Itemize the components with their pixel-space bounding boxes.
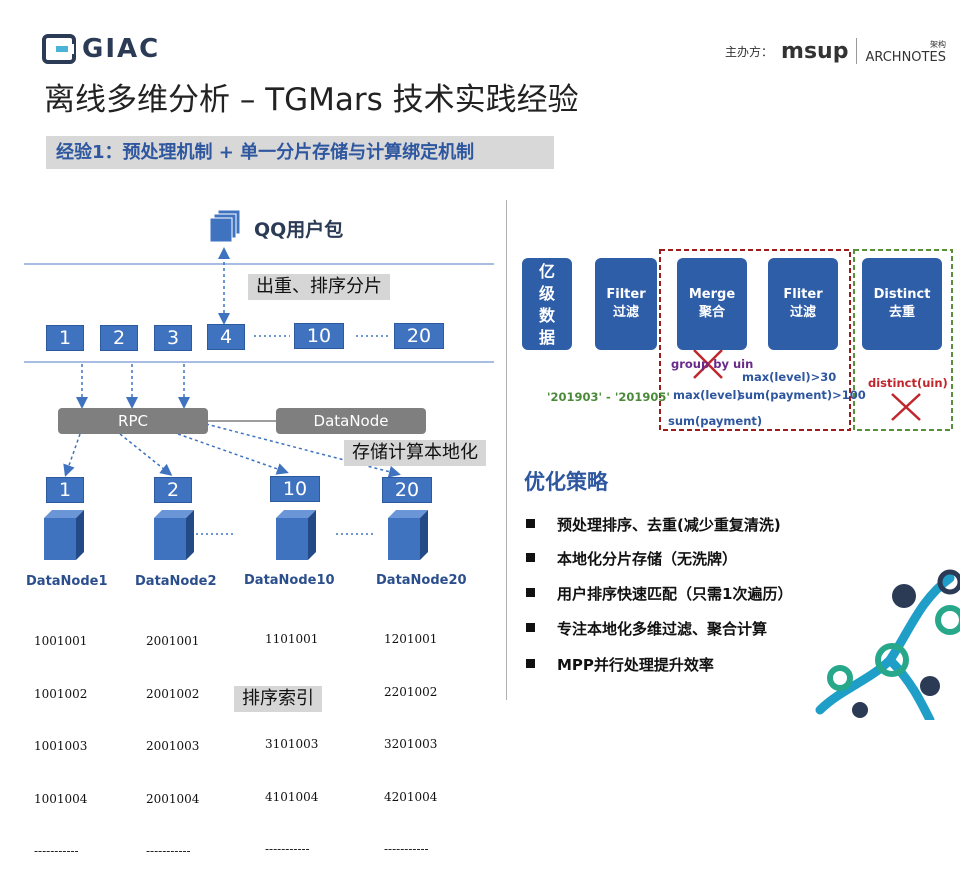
shard-2: 2 <box>100 325 138 351</box>
datanode20-label: DataNode20 <box>376 573 467 588</box>
sum-payment-annotation: sum(payment) <box>668 414 763 428</box>
datanode1-label: DataNode1 <box>26 574 108 589</box>
id-row: ----------- <box>34 844 79 858</box>
sponsor-partner-name: ARCHNOTES <box>865 50 946 65</box>
sponsor-partner: 架构 ARCHNOTES <box>865 38 946 64</box>
datanode-box: DataNode <box>276 408 426 434</box>
group-by-annotation: group by uin <box>671 357 754 371</box>
strategy-text: 专注本地化多维过滤、聚合计算 <box>557 620 768 638</box>
page-title: 离线多维分析 – TGMars 技术实践经验 <box>44 82 579 118</box>
id-row: 2001003 <box>146 739 200 753</box>
sponsor-divider <box>856 38 858 64</box>
strategy-item-5: MPP并行处理提升效率 <box>526 654 714 675</box>
id-row: 1001004 <box>34 791 88 806</box>
left-diagram-lines <box>24 209 494 560</box>
strategy-item-3: 用户排序快速匹配（只需1次遍历） <box>526 583 792 604</box>
stage-distinct: Distinct 去重 <box>862 258 942 350</box>
id-row: 1001003 <box>34 739 88 753</box>
node-shard-1: 1 <box>46 477 84 503</box>
id-row: 2201002 <box>384 684 438 699</box>
bullet-square-icon <box>526 553 535 562</box>
stage-fliter: Fliter 过滤 <box>768 258 838 350</box>
datanode20-ids: 1201001 2201002 3201003 4201004 --------… <box>384 596 437 876</box>
giac-logo: GIAC <box>42 34 160 64</box>
bullet-square-icon <box>526 519 535 528</box>
id-row: 4101004 <box>265 789 319 804</box>
sort-index-label: 排序索引 <box>234 686 322 712</box>
id-row: 4201004 <box>384 789 438 804</box>
cube-node20 <box>388 510 428 560</box>
qq-user-package-label: QQ用户包 <box>254 219 344 241</box>
distinct-annotation: distinct(uin) <box>868 376 948 390</box>
bullet-square-icon <box>526 623 535 632</box>
strategy-text: 用户排序快速匹配（只需1次遍历） <box>557 585 793 603</box>
sum-payment-condition: sum(payment)>100 <box>738 388 866 402</box>
id-row: 1001002 <box>34 686 88 701</box>
shard-10: 10 <box>294 323 344 349</box>
id-row: 1201001 <box>384 632 438 646</box>
page-subtitle: 经验1：预处理机制 + 单一分片存储与计算绑定机制 <box>46 136 554 169</box>
id-row: 2001002 <box>146 686 200 701</box>
datanode10-ids: 1101001 2101002 3101003 4101004 --------… <box>265 596 318 876</box>
dedup-sort-label: 出重、排序分片 <box>248 274 390 300</box>
rpc-node2-arrow <box>119 433 173 476</box>
id-row: 3101003 <box>265 737 319 751</box>
id-row: ----------- <box>146 844 191 858</box>
datanode10-label: DataNode10 <box>244 573 335 588</box>
strategy-title: 优化策略 <box>524 470 608 494</box>
bullet-square-icon <box>526 659 535 668</box>
stage-source-data: 亿 级 数 据 <box>522 258 572 350</box>
shard-4: 4 <box>207 324 245 350</box>
pipeline-graphics <box>659 249 953 431</box>
id-row: 2001001 <box>146 634 200 648</box>
id-row: 2001004 <box>146 791 200 806</box>
section-divider <box>506 200 507 700</box>
sponsor-block: 主办方： msup 架构 ARCHNOTES <box>725 38 946 64</box>
strategy-item-1: 预处理排序、去重(减少重复清洗) <box>526 514 781 535</box>
datanode2-label: DataNode2 <box>135 574 217 589</box>
merge-group-border <box>659 249 851 431</box>
shard-20: 20 <box>394 323 444 349</box>
sponsor-brand: msup <box>781 38 849 64</box>
cross-icon-2b <box>891 393 921 421</box>
rpc-box: RPC <box>58 408 208 434</box>
strategy-item-2: 本地化分片存储（无洗牌） <box>526 548 737 569</box>
rpc-node10-arrow <box>177 433 289 475</box>
user-package-icon <box>209 209 241 243</box>
local-compute-label: 存储计算本地化 <box>344 440 486 466</box>
strategy-text: MPP并行处理提升效率 <box>557 656 714 674</box>
max-level-annotation: max(level) <box>673 388 742 402</box>
datanode2-ids: 2001001 2001002 2001003 2001004 --------… <box>146 598 199 878</box>
cube-node10 <box>276 510 316 560</box>
logo-text: GIAC <box>82 34 161 64</box>
id-row: 3201003 <box>384 737 438 751</box>
date-range-annotation: '201903' - '201905' <box>547 390 670 404</box>
cube-node1 <box>44 510 84 560</box>
id-row: 1001001 <box>34 634 88 648</box>
giac-logo-icon <box>42 34 76 64</box>
sponsor-partner-cn: 架构 <box>929 40 946 49</box>
id-row: ----------- <box>265 842 310 856</box>
strategy-item-4: 专注本地化多维过滤、聚合计算 <box>526 618 767 639</box>
bullet-square-icon <box>526 588 535 597</box>
rpc-node1-arrow <box>63 433 81 477</box>
datanode1-ids: 1001001 1001002 1001003 1001004 --------… <box>34 598 87 878</box>
network-decoration-icon <box>815 569 960 720</box>
node-shard-20: 20 <box>382 477 432 503</box>
stage-filter: Filter 过滤 <box>595 258 657 350</box>
shard-3: 3 <box>154 325 192 351</box>
id-row: 1101001 <box>265 632 319 646</box>
sponsor-label: 主办方： <box>725 44 774 59</box>
shard-1: 1 <box>46 325 84 351</box>
strategy-text: 本地化分片存储（无洗牌） <box>557 550 738 568</box>
node-shard-2: 2 <box>154 477 192 503</box>
stage-merge: Merge 聚合 <box>677 258 747 350</box>
max-level-condition: max(level)>30 <box>742 370 837 384</box>
cube-node2 <box>154 510 194 560</box>
strategy-text: 预处理排序、去重(减少重复清洗) <box>557 516 781 534</box>
id-row: ----------- <box>384 842 429 856</box>
node-shard-10: 10 <box>270 476 320 502</box>
distinct-group-border <box>853 249 953 431</box>
cross-icon-1b <box>693 349 723 379</box>
